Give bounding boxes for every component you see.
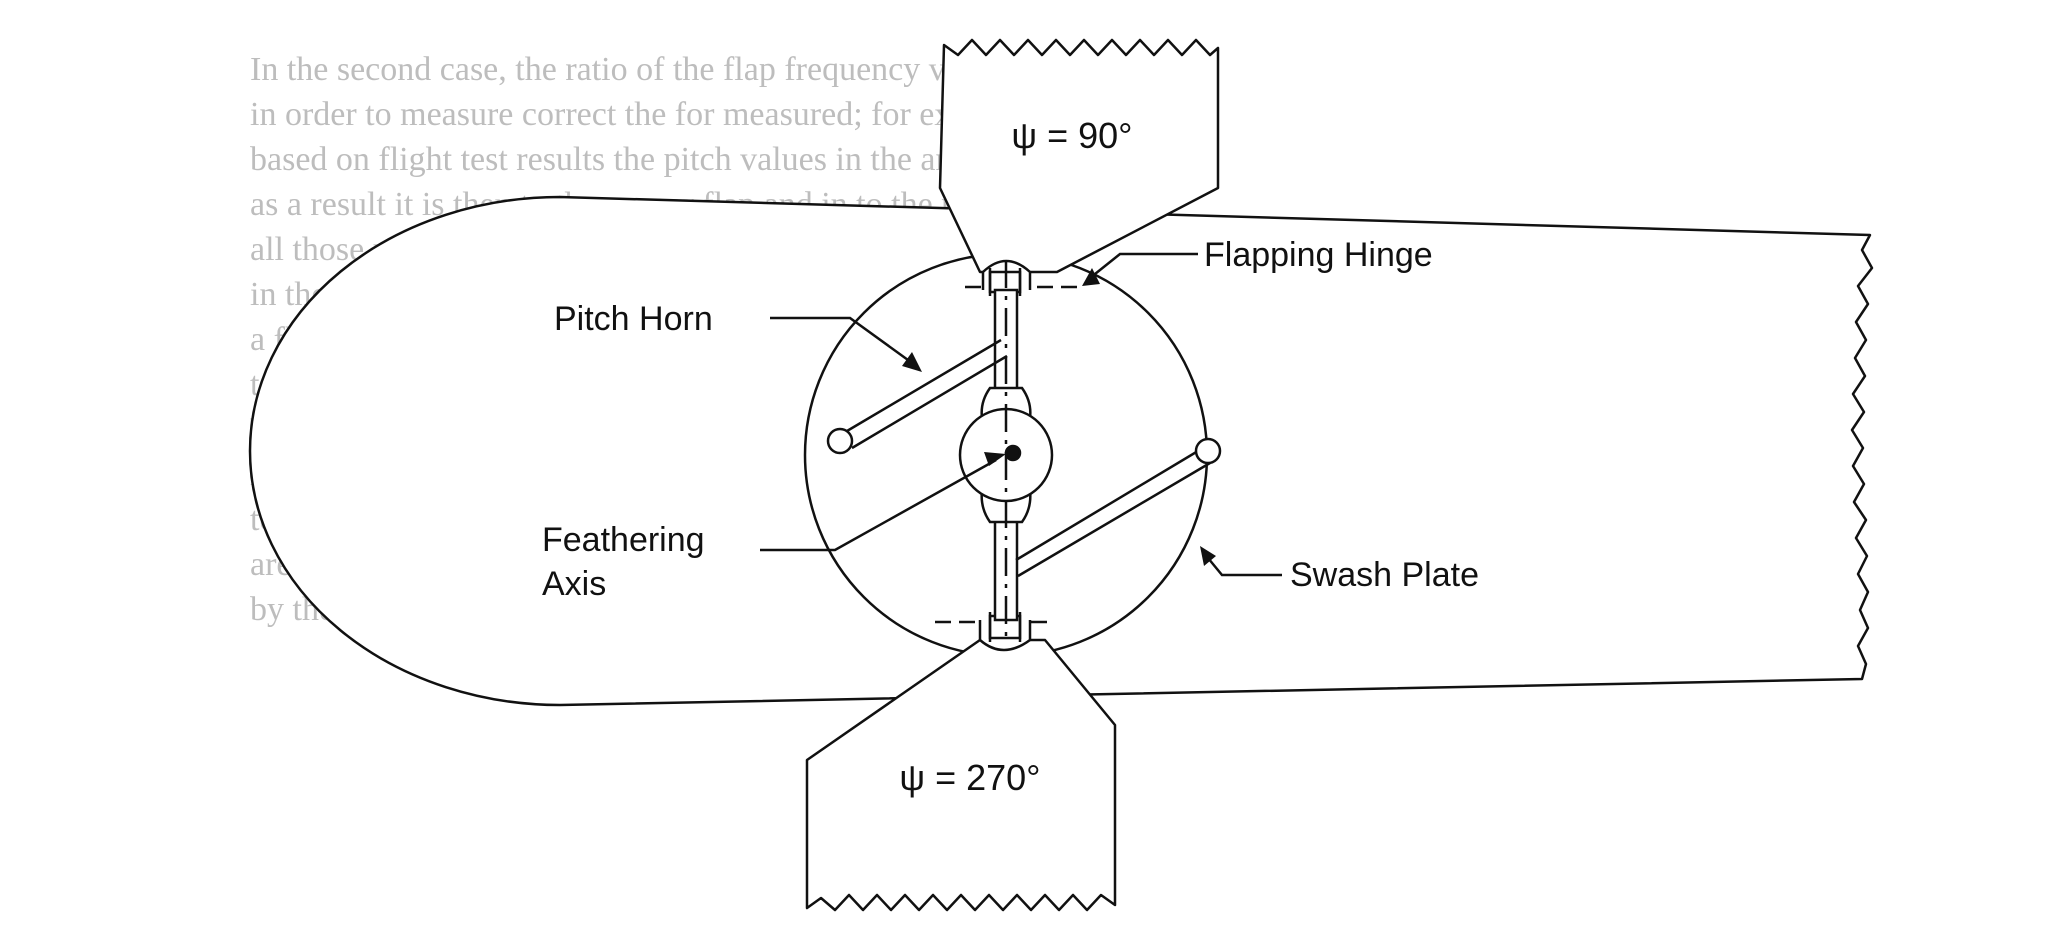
pitch-horn-label: Pitch Horn [554, 300, 713, 338]
arrowhead-flapping-hinge [1082, 268, 1100, 286]
feathering-axis-label-line1: Feathering [542, 521, 705, 559]
psi-90-label: ψ = 90° [1011, 115, 1132, 156]
leader-pitch-horn [770, 316, 909, 362]
leader-flapping-hinge [1089, 252, 1198, 279]
swash-plate-label: Swash Plate [1290, 556, 1479, 594]
pitch-horn-upper [826, 338, 1008, 455]
psi-270-label: ψ = 270° [899, 757, 1040, 798]
leader-feathering-axis [760, 458, 997, 552]
blade-top [938, 38, 1220, 274]
flapping-hinge-label: Flapping Hinge [1204, 236, 1433, 274]
arrowhead-swash-plate [1200, 546, 1216, 566]
blade-bottom [805, 638, 1117, 912]
arrowhead-pitch-horn [902, 352, 922, 372]
leader-arrowheads [902, 268, 1216, 566]
feathering-axis-label-line2: Axis [542, 565, 606, 603]
leader-swash-plate [1207, 557, 1282, 577]
leader-lines [760, 252, 1282, 577]
pitch-horn-lower [1015, 437, 1222, 578]
arrowhead-feathering-axis [984, 452, 1006, 466]
